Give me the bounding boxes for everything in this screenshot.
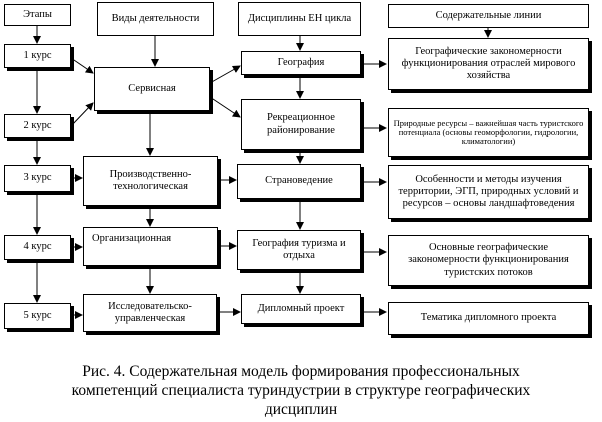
activity-production: Производственно-технологическая [83,156,218,206]
discipline-tourism-geography: География туризма и отдыха [237,230,361,270]
stage-1-kurs: 1 курс [4,44,71,68]
arrow-2-kurs-to-service [70,102,94,127]
content-line-4: Основные географические закономерности ф… [388,235,589,286]
header-activities: Виды деятельности [97,2,214,36]
stage-5-kurs: 5 курс [4,303,71,329]
activity-organizational: Организационная [83,227,218,266]
stage-3-kurs: 3 курс [4,165,71,192]
activity-service: Сервисная [94,67,210,111]
discipline-recreation: Рекреационное районирование [241,99,361,150]
figure-caption: Рис. 4. Содержательная модель формирован… [71,363,531,418]
arrow-service-to-recreation [209,96,241,118]
content-line-3: Особенности и методы изучения территории… [388,165,589,219]
arrow-1-kurs-to-service [70,57,94,74]
content-line-2: Природные ресурсы – важнейшая часть тури… [388,108,589,157]
arrow-service-to-geography [209,65,241,84]
header-content-lines: Содержательные линии [388,4,589,28]
content-line-1: Географические закономерности функционир… [388,38,589,90]
content-line-5: Тематика дипломного проекта [388,302,589,335]
stage-2-kurs: 2 курс [4,114,71,138]
stage-4-kurs: 4 курс [4,235,71,260]
discipline-country-studies: Страноведение [237,164,361,199]
header-stages: Этапы [4,4,71,26]
header-disciplines: Дисциплины ЕН цикла [238,2,361,36]
discipline-geography: География [241,51,361,75]
activity-research: Исследовательско-управленческая [83,294,217,332]
discipline-diploma: Дипломный проект [241,294,361,324]
